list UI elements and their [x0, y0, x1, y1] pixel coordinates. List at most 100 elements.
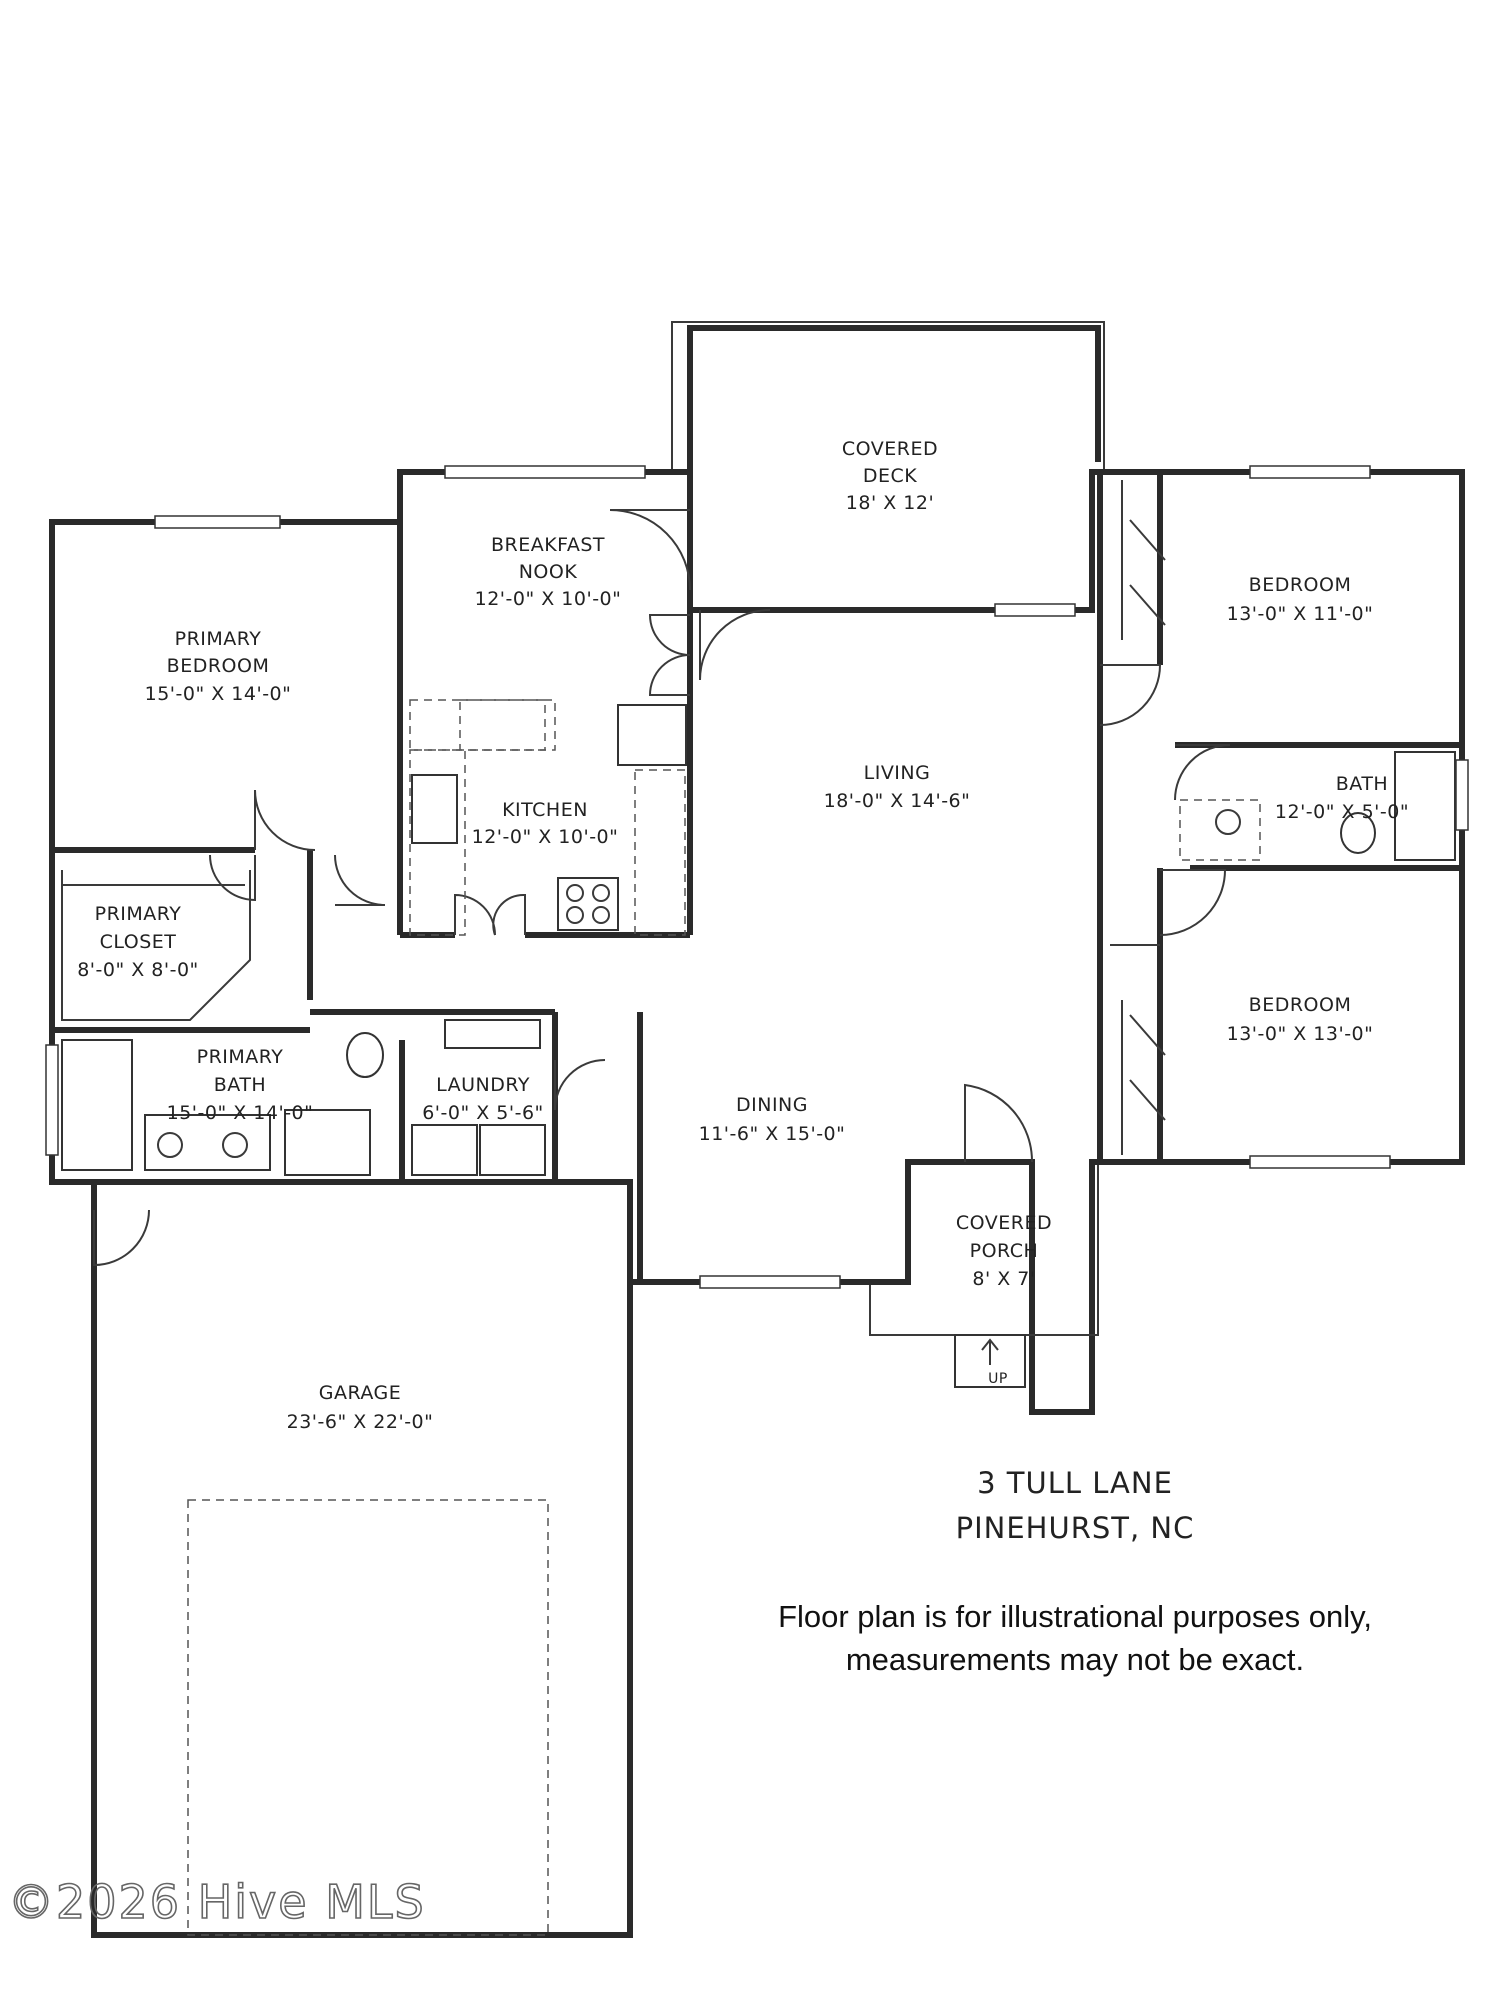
windows [45, 465, 1469, 1289]
primary-bath-size: 15'-0" X 14'-0" [167, 1102, 314, 1124]
hall-bath-toilet [1340, 812, 1376, 854]
bedroom-1-size: 13'-0" X 11'-0" [1227, 603, 1374, 625]
primary-bath-window [45, 1044, 59, 1156]
living-window [994, 603, 1076, 617]
garage-size: 23'-6" X 22'-0" [287, 1411, 434, 1433]
primary-shower [284, 1109, 371, 1176]
range-burner [592, 906, 610, 924]
dining-label: DINING [736, 1094, 808, 1116]
nook-window [444, 465, 646, 479]
primary-closet-label: CLOSET [100, 931, 177, 953]
living-label: LIVING [864, 762, 931, 784]
covered-deck-wall [687, 325, 1101, 462]
primary-bedroom-door [254, 789, 316, 851]
covered-deck-label: COVERED [842, 438, 938, 460]
room-labels: COVERED DECK 18' X 12' BREAKFAST NOOK 12… [77, 438, 1409, 1433]
address-line-1: 3 TULL LANE [977, 1466, 1173, 1500]
breakfast-nook-label: BREAKFAST [491, 534, 605, 556]
bath-fixtures [61, 751, 1456, 1176]
kitchen-counter-east [634, 769, 686, 936]
deck-door [609, 509, 691, 591]
disclaimer-line-1: Floor plan is for illustrational purpose… [778, 1599, 1372, 1634]
nook-french-door [648, 614, 691, 696]
garage-label: GARAGE [319, 1382, 402, 1404]
covered-deck-label: DECK [863, 465, 917, 487]
primary-sink [222, 1132, 248, 1158]
up-arrow-icon [981, 1338, 999, 1365]
dryer [479, 1124, 546, 1176]
covered-porch-label: COVERED [956, 1212, 1052, 1234]
primary-bath-label: BATH [214, 1074, 266, 1096]
closet-door [209, 854, 256, 902]
laundry-size: 6'-0" X 5'-6" [422, 1102, 544, 1124]
range-burner [566, 906, 584, 924]
bath-label: BATH [1336, 773, 1388, 795]
laundry-shelf [444, 1019, 541, 1049]
hall-bath-tub [1394, 751, 1456, 861]
front-door [964, 1083, 1034, 1163]
primary-vanity [144, 1114, 271, 1171]
bedroom-2-door [1159, 869, 1227, 936]
bedroom-2-label: BEDROOM [1249, 994, 1352, 1016]
living-deck-door [699, 609, 771, 681]
primary-bedroom-size: 15'-0" X 14'-0" [145, 683, 292, 705]
kitchen-door [454, 893, 526, 936]
bedroom-2-window [1249, 1155, 1391, 1169]
closets [61, 480, 1160, 1155]
covered-deck-inner-line [671, 321, 1105, 470]
bath-door [1174, 744, 1231, 801]
hall-door [334, 854, 386, 906]
bedroom-1-closet-door [1129, 519, 1166, 626]
range-burner [592, 884, 610, 902]
kitchen-counter-west [409, 749, 466, 936]
primary-sink [157, 1132, 183, 1158]
stairs-label: UP [988, 1371, 1008, 1387]
bedroom-1-window [1249, 465, 1371, 479]
bedroom-2-closet-door [1129, 1014, 1166, 1121]
primary-bedroom-label: BEDROOM [167, 655, 270, 677]
kitchen-fixtures [409, 699, 687, 936]
range [557, 877, 619, 931]
breakfast-nook-size: 12'-0" X 10'-0" [475, 588, 622, 610]
kitchen-size: 12'-0" X 10'-0" [472, 826, 619, 848]
bedroom-1-label: BEDROOM [1249, 574, 1352, 596]
bedroom-2-size: 13'-0" X 13'-0" [1227, 1023, 1374, 1045]
primary-closet-shelf [61, 870, 251, 1021]
porch [869, 1165, 1099, 1388]
title-block: 3 TULL LANE PINEHURST, NC Floor plan is … [778, 1466, 1372, 1677]
garage-door-outline [187, 1499, 549, 1936]
house-outline [91, 462, 1465, 1938]
covered-porch-size: 8' X 7' [972, 1268, 1035, 1290]
range-burner [566, 884, 584, 902]
walls [49, 321, 1465, 1938]
primary-toilet [346, 1032, 384, 1078]
refrigerator [617, 704, 687, 766]
primary-bath-label: PRIMARY [197, 1046, 284, 1068]
laundry-door [554, 1059, 606, 1111]
primary-bedroom-window [154, 515, 281, 529]
bedroom-1-door [1099, 664, 1162, 726]
covered-deck-size: 18' X 12' [846, 492, 934, 514]
primary-bedroom-label: PRIMARY [175, 628, 262, 650]
covered-porch-label: PORCH [970, 1240, 1039, 1262]
laundry-label: LAUNDRY [436, 1074, 530, 1096]
hall-bath-sink [1215, 809, 1241, 835]
living-size: 18'-0" X 14'-6" [824, 790, 971, 812]
breakfast-nook-label: NOOK [519, 561, 578, 583]
bath-window [1455, 759, 1469, 831]
kitchen-island [459, 699, 556, 751]
kitchen-upper-cabinets [409, 699, 546, 751]
kitchen-label: KITCHEN [502, 799, 588, 821]
garage-door [93, 1209, 150, 1267]
dining-window [699, 1275, 841, 1289]
doors [93, 509, 1231, 1267]
washer [411, 1124, 478, 1176]
dining-size: 11'-6" X 15'-0" [699, 1123, 846, 1145]
primary-tub [61, 1039, 133, 1171]
watermark: ©2026 Hive MLS [8, 1875, 426, 1929]
disclaimer-line-2: measurements may not be exact. [846, 1642, 1304, 1677]
primary-closet-label: PRIMARY [95, 903, 182, 925]
bath-size: 12'-0" X 5'-0" [1275, 801, 1409, 823]
kitchen-sink [411, 774, 458, 844]
